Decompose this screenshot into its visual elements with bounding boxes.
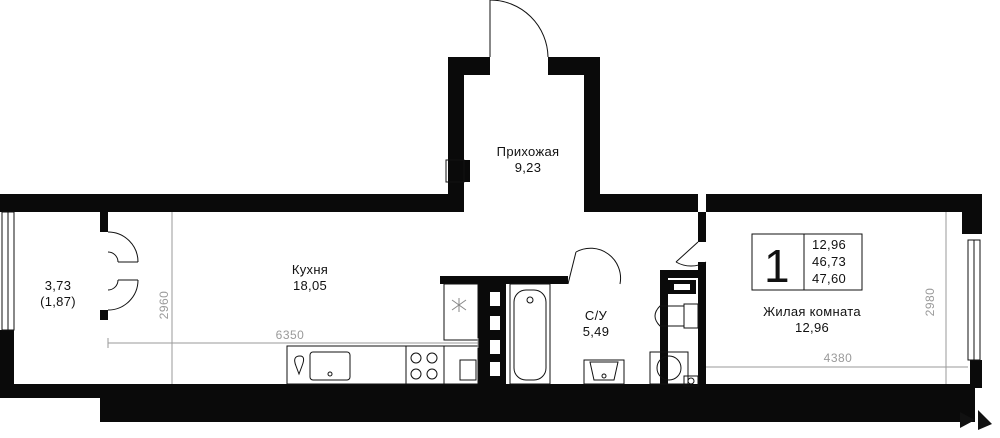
bathroom-door: [567, 247, 622, 285]
living-door: [675, 241, 707, 267]
entrance-door: [489, 0, 549, 58]
kitchen-fridge: [443, 283, 479, 381]
kitchen-counter: [286, 345, 479, 385]
bathtub: [509, 283, 551, 385]
walls: [0, 57, 982, 422]
utility-riser: [445, 159, 699, 387]
hallway-area: 9,23: [515, 160, 542, 175]
kitchen-area: 18,05: [293, 278, 327, 293]
washing-machine: [649, 351, 689, 385]
rooms-count: 1: [764, 240, 790, 292]
dimension-kitchen-width: [107, 338, 479, 348]
living-depth-label: 2980: [923, 288, 937, 317]
info-living-area: 12,96: [812, 237, 846, 252]
balcony-area-reduced: (1,87): [40, 294, 76, 309]
corner-marker: [960, 410, 992, 430]
kitchen-width-label: 6350: [276, 328, 305, 342]
living-name: Жилая комната: [763, 304, 861, 319]
kitchen-stove: [405, 345, 445, 385]
info-total-area: 46,73: [812, 254, 846, 269]
balcony-door: [107, 231, 139, 311]
kitchen-depth-label: 2960: [157, 291, 171, 320]
sink: [583, 359, 625, 385]
living-area: 12,96: [795, 320, 829, 335]
window-left: [1, 211, 15, 331]
apartment-info-box: [751, 233, 863, 291]
living-width-label: 4380: [824, 351, 853, 365]
bathroom-area: 5,49: [583, 324, 610, 339]
hallway-name: Прихожая: [497, 144, 560, 159]
window-right: [967, 239, 981, 361]
balcony-area: 3,73: [45, 278, 72, 293]
bathroom-name: С/У: [585, 308, 608, 323]
toilet: [654, 303, 699, 329]
kitchen-name: Кухня: [292, 262, 328, 277]
info-total-area-balcony: 47,60: [812, 271, 846, 286]
bathroom-shaft: [486, 284, 506, 384]
